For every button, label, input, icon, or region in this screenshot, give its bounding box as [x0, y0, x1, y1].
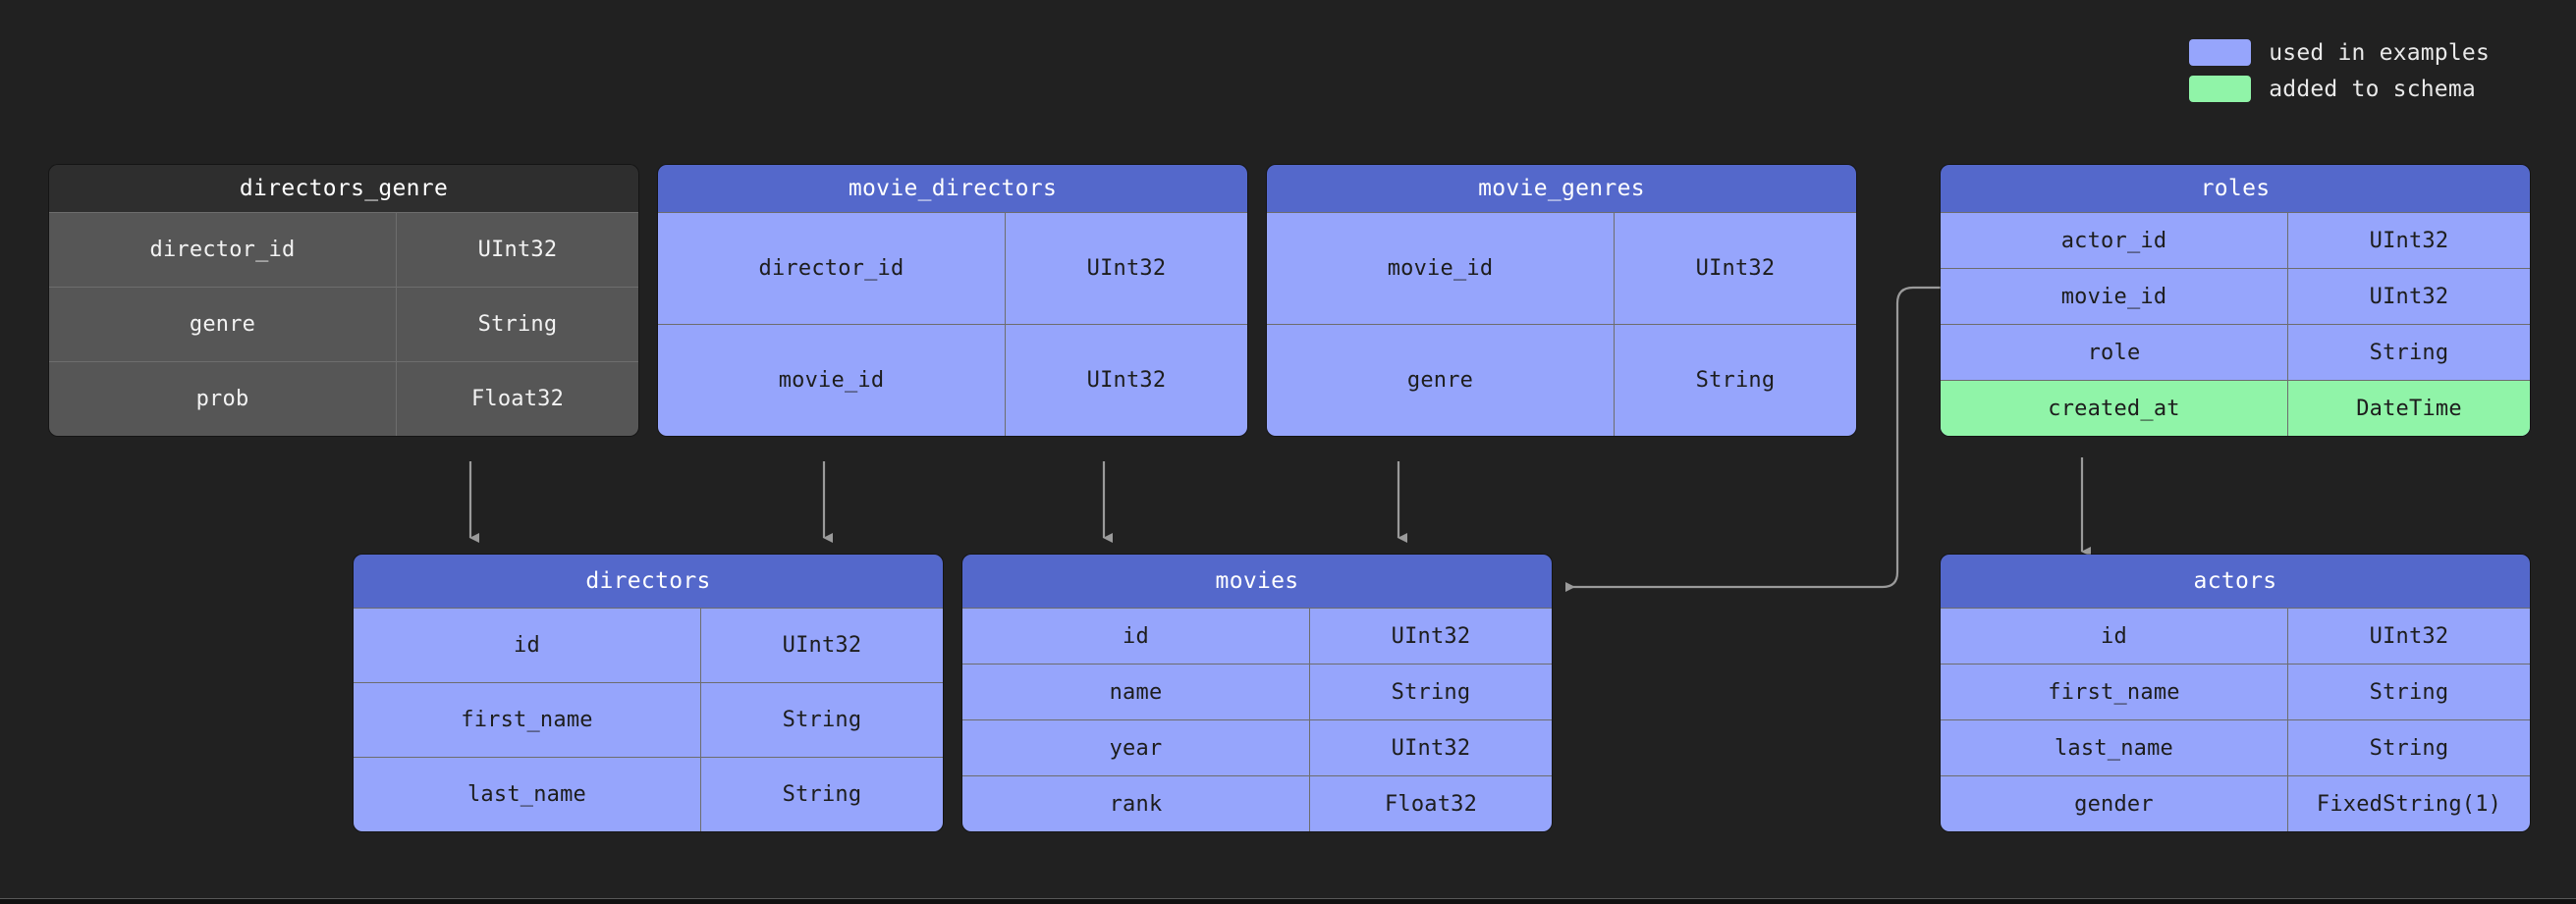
table-row[interactable]: movie_id UInt32 [1941, 268, 2530, 324]
column-field: movie_id [1267, 212, 1615, 324]
column-type: UInt32 [2288, 212, 2530, 268]
column-type: UInt32 [1006, 212, 1247, 324]
column-field: movie_id [658, 324, 1006, 436]
column-field: role [1941, 324, 2288, 380]
column-field: director_id [658, 212, 1006, 324]
table-row[interactable]: id UInt32 [1941, 608, 2530, 664]
table-title-directors: directors [354, 555, 943, 608]
column-type: String [2288, 719, 2530, 775]
column-type: UInt32 [1310, 719, 1552, 775]
column-field: id [1941, 608, 2288, 664]
column-type: UInt32 [2288, 608, 2530, 664]
table-row[interactable]: genre String [49, 287, 638, 361]
table-row[interactable]: id UInt32 [354, 608, 943, 682]
column-field: genre [1267, 324, 1615, 436]
clipped-content-strip [0, 898, 2576, 904]
table-title-directors_genre: directors_genre [49, 165, 638, 212]
table-row[interactable]: genre String [1267, 324, 1856, 436]
legend-item-used-in-examples: used in examples [2189, 39, 2490, 66]
column-type: UInt32 [1615, 212, 1856, 324]
column-field: gender [1941, 775, 2288, 831]
table-row[interactable]: last_name String [354, 757, 943, 831]
legend-label-used-in-examples: used in examples [2269, 39, 2490, 66]
table-row[interactable]: movie_id UInt32 [1267, 212, 1856, 324]
column-type: Float32 [397, 361, 638, 436]
table-row[interactable]: gender FixedString(1) [1941, 775, 2530, 831]
column-type: UInt32 [2288, 268, 2530, 324]
column-field: first_name [1941, 664, 2288, 719]
table-movie_directors[interactable]: movie_directors director_id UInt32 movie… [658, 165, 1247, 436]
table-title-movies: movies [962, 555, 1552, 608]
legend-item-added-to-schema: added to schema [2189, 76, 2490, 102]
table-directors[interactable]: directors id UInt32 first_name String la… [354, 555, 943, 831]
table-title-actors: actors [1941, 555, 2530, 608]
column-type: String [701, 757, 943, 831]
table-row[interactable]: director_id UInt32 [49, 212, 638, 287]
column-type: FixedString(1) [2288, 775, 2530, 831]
legend-label-added-to-schema: added to schema [2269, 76, 2476, 102]
legend-swatch-added-to-schema [2189, 76, 2252, 102]
table-row[interactable]: actor_id UInt32 [1941, 212, 2530, 268]
table-row[interactable]: first_name String [354, 682, 943, 757]
legend-swatch-used-in-examples [2189, 39, 2252, 66]
table-roles[interactable]: roles actor_id UInt32 movie_id UInt32 ro… [1941, 165, 2530, 436]
table-row[interactable]: role String [1941, 324, 2530, 380]
column-field: last_name [1941, 719, 2288, 775]
column-field: id [354, 608, 701, 682]
table-title-movie_genres: movie_genres [1267, 165, 1856, 212]
column-field: rank [962, 775, 1310, 831]
column-type: String [2288, 324, 2530, 380]
table-row[interactable]: movie_id UInt32 [658, 324, 1247, 436]
column-field: movie_id [1941, 268, 2288, 324]
table-row[interactable]: first_name String [1941, 664, 2530, 719]
column-type: Float32 [1310, 775, 1552, 831]
column-field: genre [49, 287, 397, 361]
column-field: year [962, 719, 1310, 775]
table-row[interactable]: year UInt32 [962, 719, 1552, 775]
table-title-movie_directors: movie_directors [658, 165, 1247, 212]
table-movie_genres[interactable]: movie_genres movie_id UInt32 genre Strin… [1267, 165, 1856, 436]
column-type: String [1615, 324, 1856, 436]
column-type: UInt32 [1006, 324, 1247, 436]
table-row[interactable]: prob Float32 [49, 361, 638, 436]
column-field: prob [49, 361, 397, 436]
column-type: String [1310, 664, 1552, 719]
column-type: UInt32 [397, 212, 638, 287]
column-field: last_name [354, 757, 701, 831]
table-row[interactable]: id UInt32 [962, 608, 1552, 664]
table-row[interactable]: director_id UInt32 [658, 212, 1247, 324]
table-row-added[interactable]: created_at DateTime [1941, 380, 2530, 436]
column-type: String [2288, 664, 2530, 719]
column-field: created_at [1941, 380, 2288, 436]
column-field: actor_id [1941, 212, 2288, 268]
table-directors_genre[interactable]: directors_genre director_id UInt32 genre… [49, 165, 638, 436]
column-field: director_id [49, 212, 397, 287]
column-type: String [397, 287, 638, 361]
column-type: UInt32 [701, 608, 943, 682]
table-actors[interactable]: actors id UInt32 first_name String last_… [1941, 555, 2530, 831]
table-movies[interactable]: movies id UInt32 name String year UInt32… [962, 555, 1552, 831]
column-type: String [701, 682, 943, 757]
table-title-roles: roles [1941, 165, 2530, 212]
table-row[interactable]: rank Float32 [962, 775, 1552, 831]
column-field: id [962, 608, 1310, 664]
column-type: UInt32 [1310, 608, 1552, 664]
column-field: first_name [354, 682, 701, 757]
legend: used in examples added to schema [2189, 39, 2490, 102]
table-row[interactable]: name String [962, 664, 1552, 719]
column-type: DateTime [2288, 380, 2530, 436]
table-row[interactable]: last_name String [1941, 719, 2530, 775]
column-field: name [962, 664, 1310, 719]
